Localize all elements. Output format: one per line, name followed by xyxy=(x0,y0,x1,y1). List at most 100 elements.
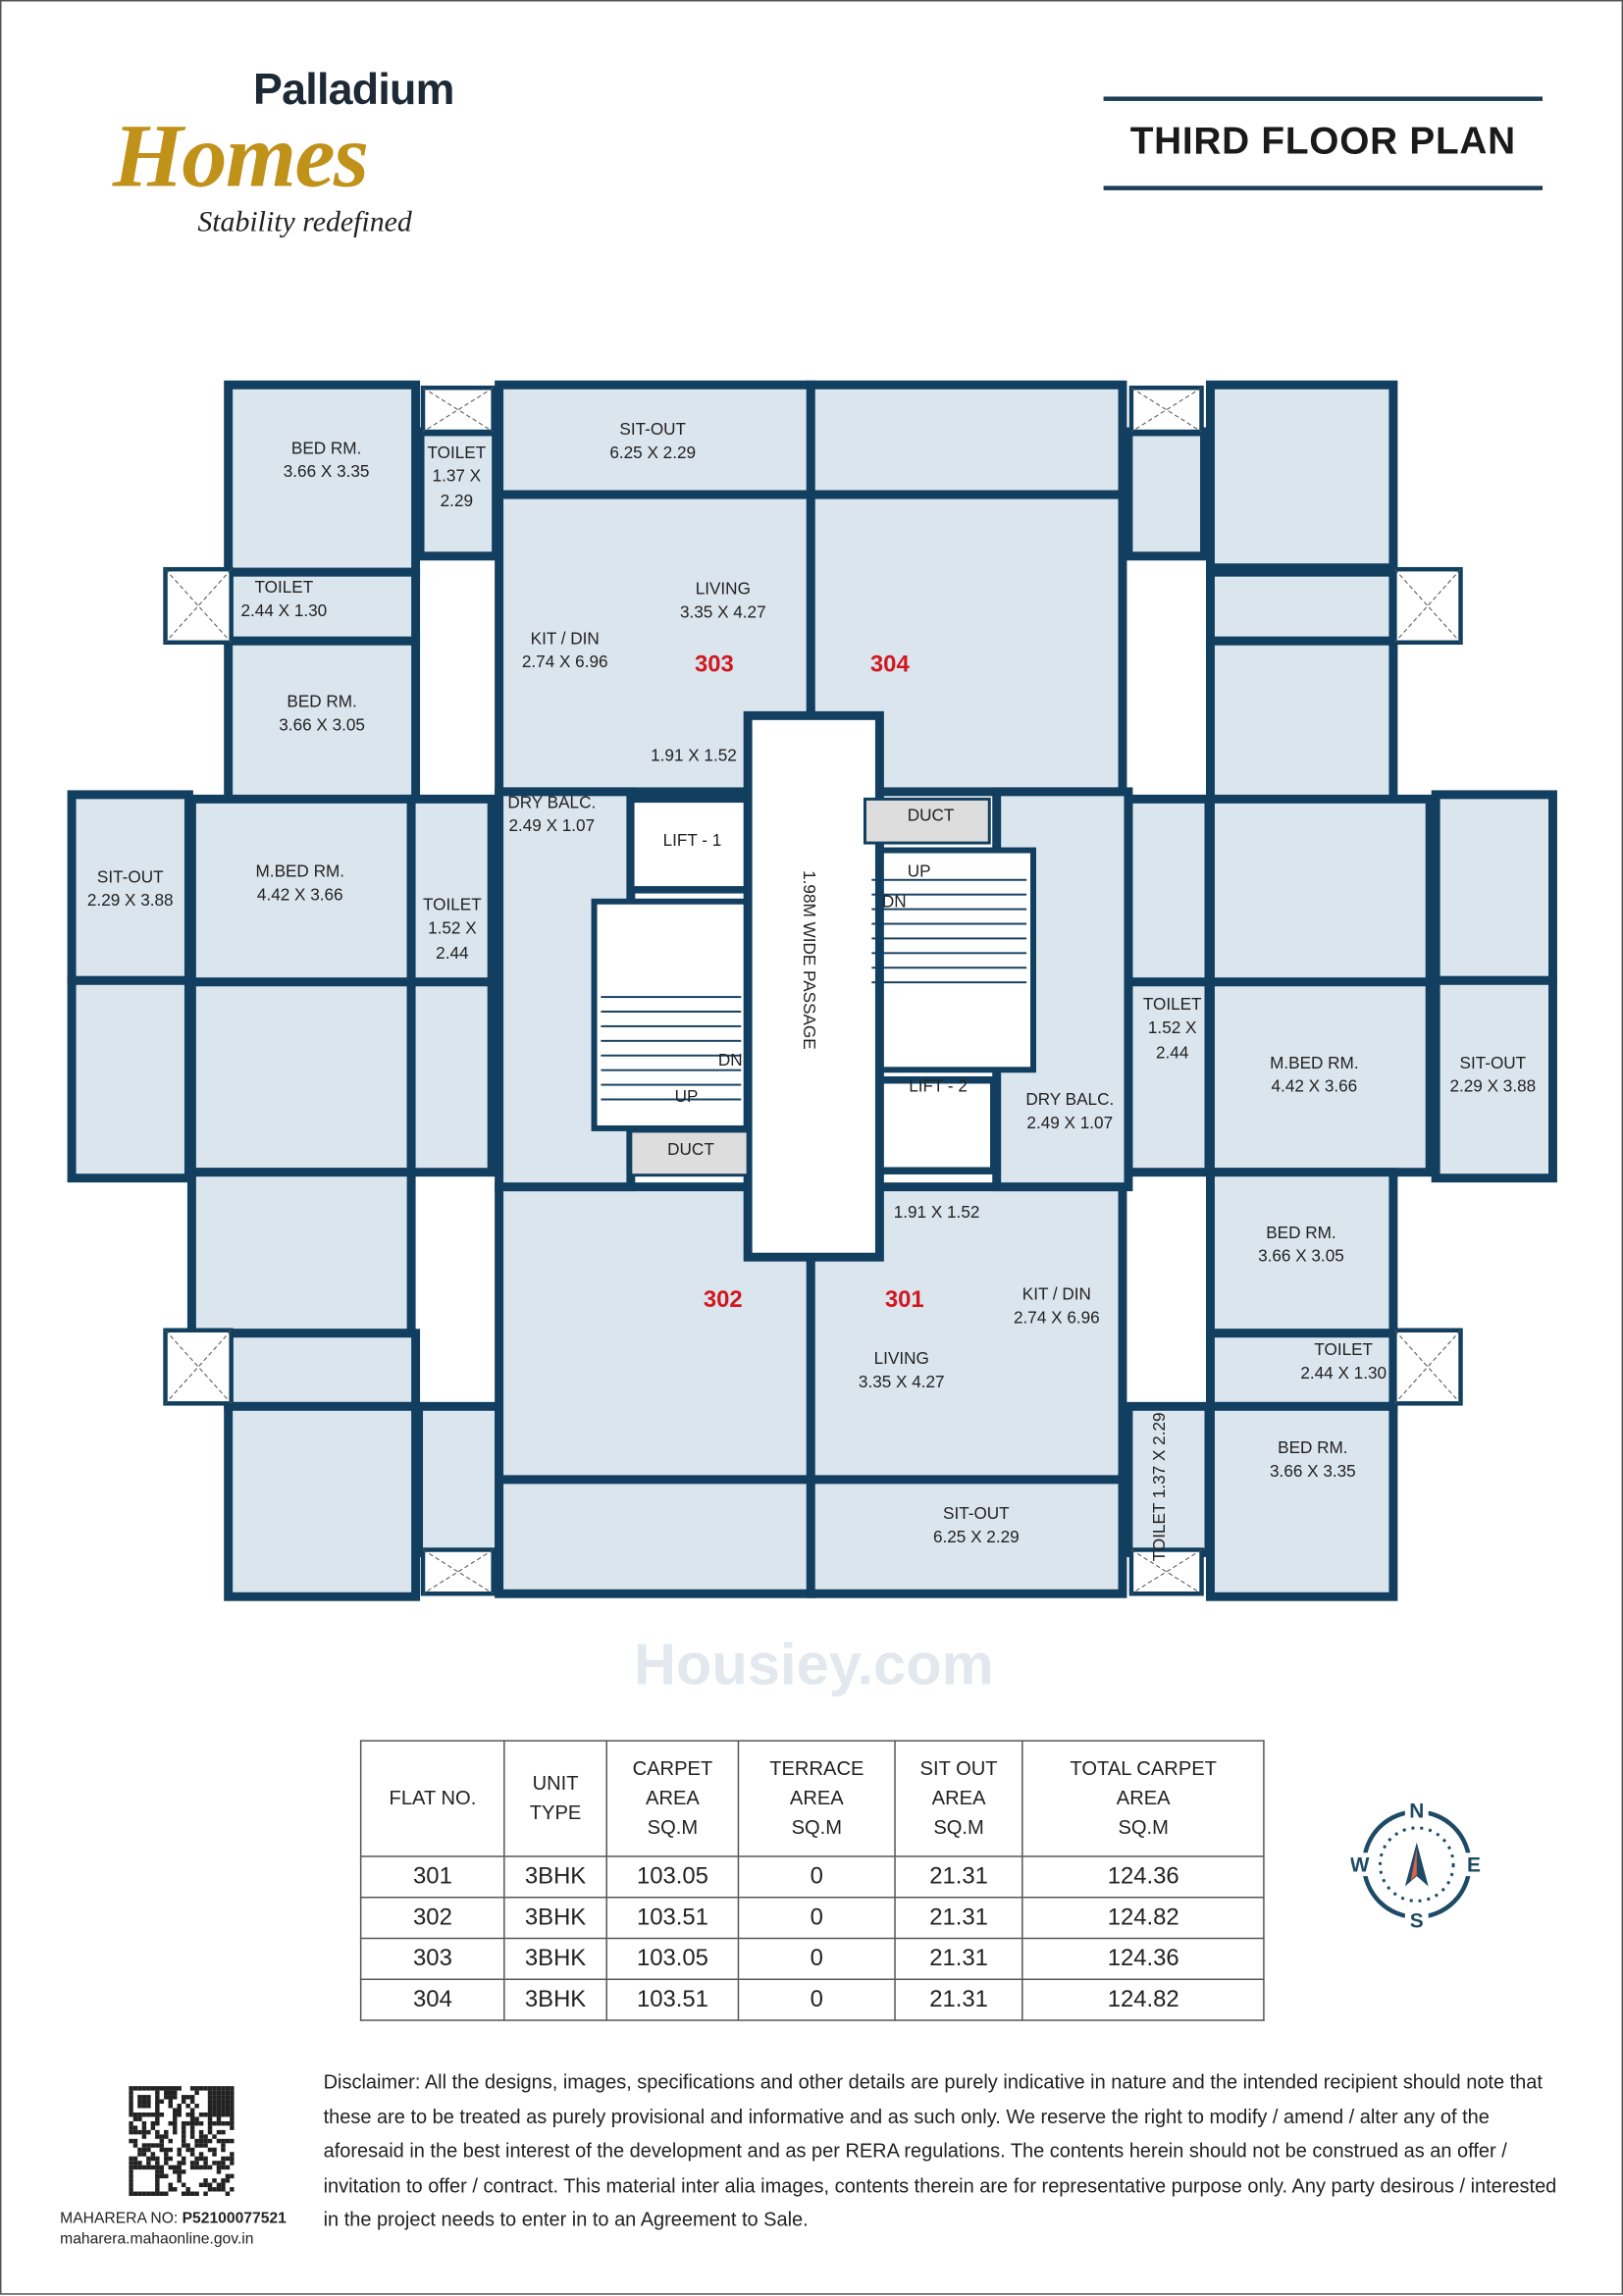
staircase xyxy=(862,847,1036,1073)
stair-step xyxy=(871,937,1027,940)
room-dimensions: 2.44 X 1.30 xyxy=(241,600,328,620)
shaft-cross xyxy=(1394,1330,1461,1404)
lift-1 xyxy=(627,795,759,894)
table-cell: 103.51 xyxy=(605,1978,740,2021)
room xyxy=(67,975,193,1183)
shaft xyxy=(420,1547,496,1596)
compass-east: E xyxy=(1467,1854,1481,1877)
room-label: LIFT - 1 xyxy=(663,830,722,850)
stair-step xyxy=(601,1039,742,1042)
room xyxy=(406,977,497,1177)
room-label: M.BED RM. xyxy=(1270,1053,1358,1072)
rera-info: MAHARERA NO: P52100077521 maharera.mahao… xyxy=(60,2209,287,2250)
table-cell: 21.31 xyxy=(893,1855,1024,1899)
room xyxy=(1205,794,1435,987)
table-cell: 124.36 xyxy=(1021,1937,1265,1980)
room-dimensions: 4.42 X 3.66 xyxy=(257,884,343,904)
room xyxy=(1205,1401,1398,1601)
table-cell: 3BHK xyxy=(503,1937,607,1980)
room xyxy=(1431,975,1557,1183)
table-cell: 103.51 xyxy=(605,1896,740,1940)
shaft-cross xyxy=(422,1549,494,1594)
stair-step xyxy=(871,966,1027,969)
room-label: DN xyxy=(882,892,907,912)
table-cell: 302 xyxy=(359,1896,505,1940)
stair-step xyxy=(871,908,1027,911)
rera-site[interactable]: maharera.mahaonline.gov.in xyxy=(60,2230,254,2248)
table-cell: 21.31 xyxy=(893,1937,1024,1980)
room-dimensions: 1.52 X xyxy=(428,918,477,938)
room xyxy=(1124,794,1214,987)
table-cell: 0 xyxy=(738,1855,896,1899)
shaft-cross xyxy=(1394,1330,1461,1404)
room xyxy=(224,380,421,577)
stair-step xyxy=(871,952,1027,955)
qr-code[interactable] xyxy=(129,2085,235,2196)
passage xyxy=(743,710,884,1262)
shaft-cross xyxy=(1130,1549,1202,1594)
room-label: BED RM. xyxy=(1266,1223,1335,1242)
room xyxy=(1124,427,1209,561)
column-header-line: SIT OUT xyxy=(919,1757,998,1780)
room xyxy=(1205,567,1398,646)
stair-step xyxy=(601,996,742,999)
staircase xyxy=(591,898,759,1131)
column-header: FLAT NO. xyxy=(359,1740,505,1857)
room xyxy=(806,380,1127,499)
room-label: SIT-OUT xyxy=(97,866,164,886)
unit-number: 303 xyxy=(695,652,734,678)
page-title: THIRD FLOOR PLAN xyxy=(1129,118,1516,163)
column-header-line: AREA xyxy=(789,1787,844,1809)
room-label: TOILET xyxy=(254,577,313,597)
room-dimensions: 3.35 X 4.27 xyxy=(680,601,766,621)
stair-step xyxy=(601,1024,742,1027)
room-label: BED RM. xyxy=(287,691,356,710)
room xyxy=(1431,790,1557,985)
unit-number: 301 xyxy=(885,1286,924,1313)
table-cell: 21.31 xyxy=(893,1896,1024,1940)
room xyxy=(495,380,815,499)
room-label: LIVING xyxy=(874,1348,929,1368)
stair-step xyxy=(871,981,1027,984)
disclaimer: Disclaimer: All the designs, images, spe… xyxy=(323,2070,1557,2231)
shaft xyxy=(1128,386,1204,435)
lift-2 xyxy=(869,1075,998,1174)
room-label: SIT-OUT xyxy=(1460,1053,1527,1072)
compass-south: S xyxy=(1410,1909,1424,1930)
table-cell: 0 xyxy=(738,1937,896,1980)
duct xyxy=(863,797,991,845)
compass-icon: N S E W xyxy=(1350,1799,1483,1931)
table-cell: 21.31 xyxy=(893,1978,1024,2021)
table-cell: 0 xyxy=(738,1978,896,2021)
room-label: TOILET xyxy=(423,895,482,914)
column-header-line: TOTAL CARPET xyxy=(1070,1757,1217,1780)
table-cell: 124.36 xyxy=(1021,1855,1265,1899)
unit-number: 304 xyxy=(870,652,911,678)
room xyxy=(67,790,193,985)
room-dimensions: 4.42 X 3.66 xyxy=(1272,1076,1358,1096)
room xyxy=(414,1401,504,1557)
room-dimensions: 1.91 X 1.52 xyxy=(894,1202,980,1222)
shaft-cross xyxy=(422,387,494,433)
room-dimensions: 3.66 X 3.05 xyxy=(279,714,365,734)
compass-north: N xyxy=(1409,1800,1424,1822)
table-cell: 3BHK xyxy=(503,1978,607,2021)
room-dimensions: 2.74 X 6.96 xyxy=(522,652,608,671)
shaft-cross xyxy=(422,387,494,433)
shaft-cross xyxy=(1130,387,1202,433)
room-dimensions: 2.44 xyxy=(436,943,469,963)
column-header-line: AREA xyxy=(1116,1787,1171,1809)
stair-step xyxy=(871,922,1027,925)
stair-step xyxy=(601,1054,742,1057)
room-dimensions: 1.91 X 1.52 xyxy=(651,746,737,765)
room xyxy=(406,794,497,987)
column-header-line: SQ.M xyxy=(933,1815,984,1839)
